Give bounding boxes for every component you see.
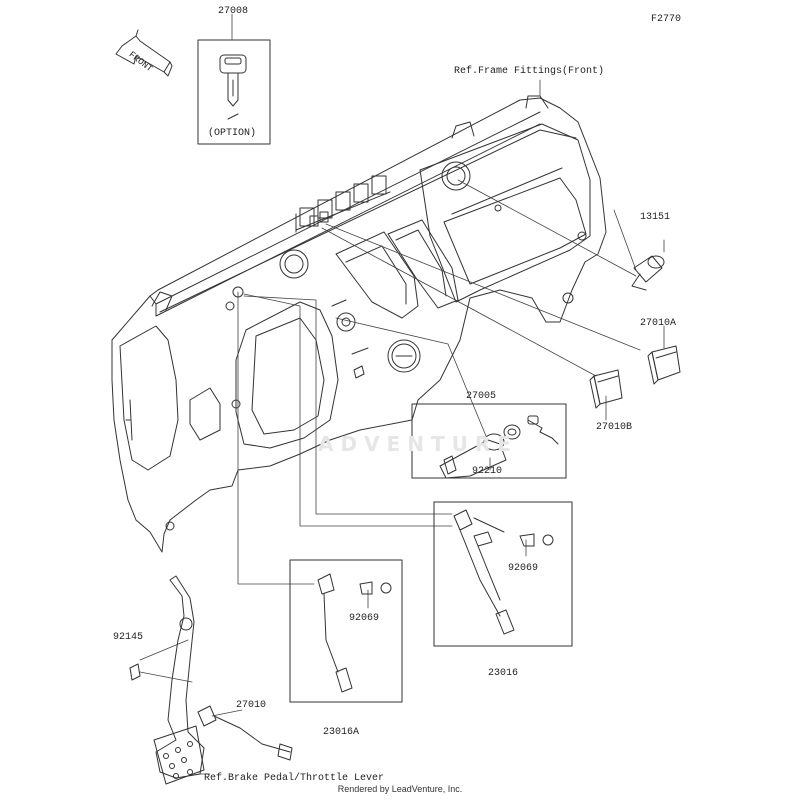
figure-code: F2770 bbox=[651, 14, 682, 25]
brake-pedal-icon bbox=[129, 575, 293, 785]
ignition-switch-icon bbox=[439, 415, 559, 479]
power-socket-icon bbox=[631, 255, 665, 291]
part-number-27010[interactable]: 27010 bbox=[236, 700, 267, 711]
part-number-92069-b[interactable]: 92069 bbox=[349, 613, 380, 624]
part-number-27008[interactable]: 27008 bbox=[218, 6, 249, 17]
part-number-23016a[interactable]: 23016A bbox=[323, 727, 360, 738]
key-option-label: (OPTION) bbox=[208, 128, 257, 139]
harness-23016a-box bbox=[289, 559, 403, 703]
key-box bbox=[197, 39, 271, 145]
part-number-27010a[interactable]: 27010A bbox=[640, 318, 677, 329]
front-arrow-icon bbox=[115, 29, 173, 77]
part-number-13151[interactable]: 13151 bbox=[640, 212, 671, 223]
part-number-27010b[interactable]: 27010B bbox=[596, 422, 633, 433]
harness-23016-box bbox=[433, 501, 573, 647]
rocker-switch-b-icon bbox=[589, 369, 623, 409]
part-number-92069-a[interactable]: 92069 bbox=[508, 563, 539, 574]
harness-23016a-icon bbox=[317, 573, 392, 693]
dashboard-panel bbox=[111, 95, 607, 553]
key-icon bbox=[219, 54, 247, 120]
ref-frame-fittings[interactable]: Ref.Frame Fittings(Front) bbox=[454, 66, 605, 77]
harness-23016-icon bbox=[453, 509, 554, 635]
ref-brake-pedal[interactable]: Ref.Brake Pedal/Throttle Lever bbox=[204, 773, 385, 784]
part-number-92145[interactable]: 92145 bbox=[113, 632, 144, 643]
ignition-switch-box bbox=[411, 403, 567, 479]
rocker-switch-a-icon bbox=[647, 345, 681, 385]
footer-credit: Rendered by LeadVenture, Inc. bbox=[337, 784, 463, 794]
watermark-text: ADVENTURE bbox=[318, 432, 518, 456]
part-number-23016[interactable]: 23016 bbox=[488, 668, 519, 679]
part-number-92210[interactable]: 92210 bbox=[472, 466, 503, 477]
part-number-27005[interactable]: 27005 bbox=[466, 391, 497, 402]
